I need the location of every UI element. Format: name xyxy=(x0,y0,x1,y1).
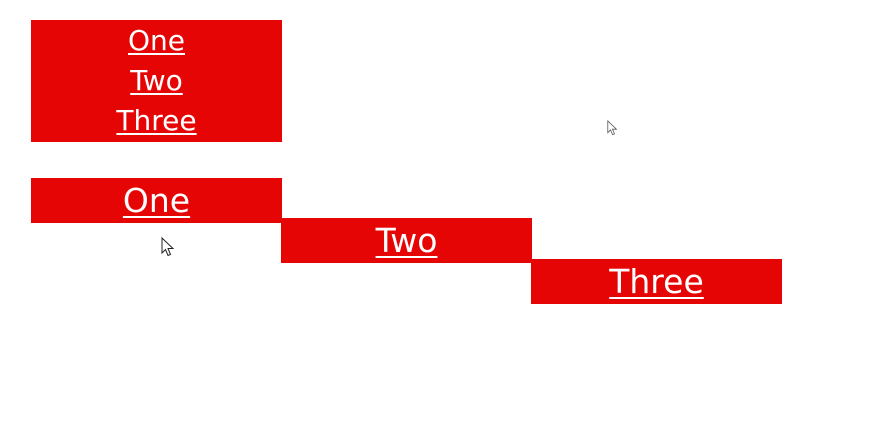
stepped-menu-item-two[interactable]: Two xyxy=(281,218,532,263)
stepped-menu-item-one[interactable]: One xyxy=(31,178,282,223)
stepped-link-three[interactable]: Three xyxy=(609,262,704,301)
vertical-menu: One Two Three xyxy=(31,20,282,142)
menu-link-one[interactable]: One xyxy=(127,24,185,57)
stepped-link-one[interactable]: One xyxy=(122,181,191,220)
menu-link-two[interactable]: Two xyxy=(130,64,183,97)
stepped-menu-item-three[interactable]: Three xyxy=(531,259,782,304)
mouse-cursor-icon xyxy=(161,237,175,257)
menu-link-three[interactable]: Three xyxy=(116,104,197,137)
mouse-cursor-icon xyxy=(607,120,618,136)
stepped-link-two[interactable]: Two xyxy=(375,221,438,260)
